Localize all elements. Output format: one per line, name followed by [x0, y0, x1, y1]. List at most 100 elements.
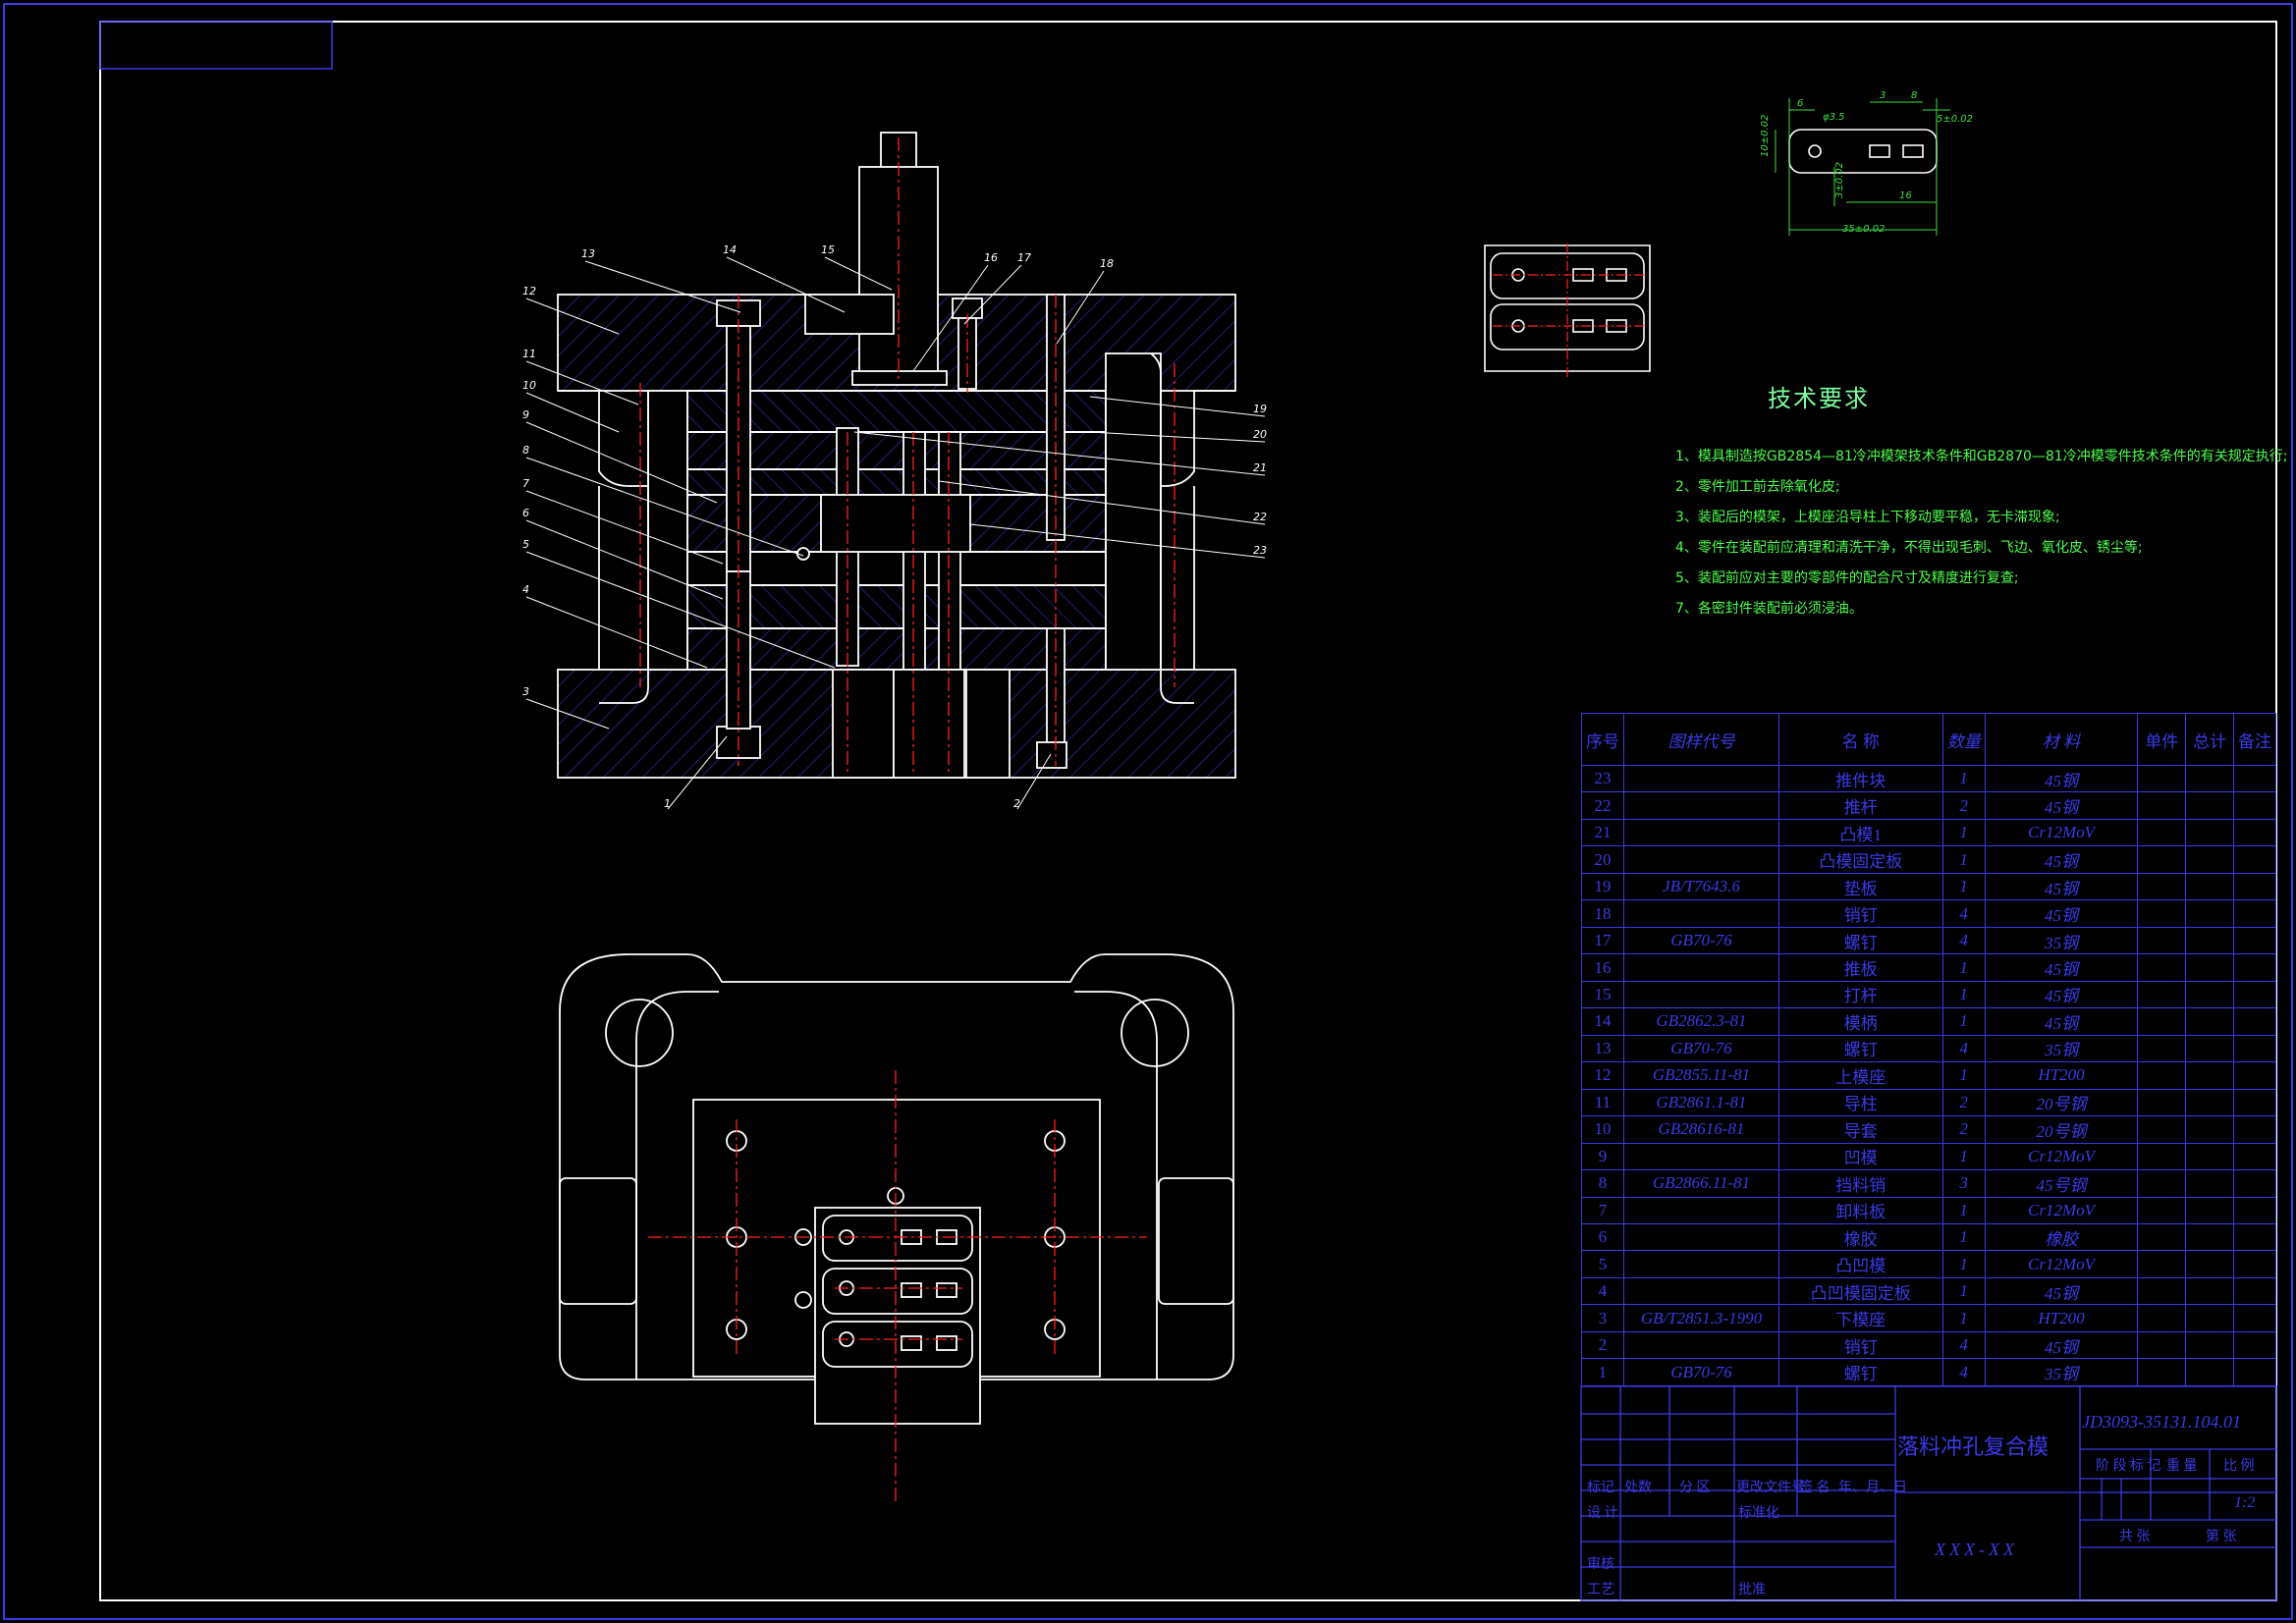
tech-item: 3、装配后的模架，上模座沿导柱上下移动要平稳，无卡滞现象; — [1675, 510, 2060, 525]
cell-no: 14 — [1581, 1007, 1624, 1036]
part-dimensions — [1775, 98, 1950, 236]
drawing-scale: 1:2 — [2234, 1494, 2256, 1511]
cell-no: 1 — [1581, 1358, 1624, 1386]
cell-empty — [2185, 791, 2234, 820]
leader-number: 13 — [581, 247, 595, 260]
cell-material: 45钢 — [1984, 845, 2139, 874]
cell-name: 螺钉 — [1777, 1034, 1943, 1063]
cell-qty: 2 — [1941, 1088, 1986, 1117]
title-block: 落料冲孔复合模 JD3093-35131.104.01 1:2 XXX-XX 标… — [1581, 1386, 2276, 1600]
cell-empty — [2185, 1222, 2234, 1252]
cell-name: 打杆 — [1777, 980, 1943, 1009]
cell-empty — [2137, 1304, 2187, 1332]
cell-qty: 1 — [1941, 1222, 1986, 1252]
label-sheets: 共 张 — [2119, 1530, 2151, 1544]
cell-code — [1623, 791, 1779, 820]
cell-empty — [2233, 1142, 2276, 1171]
cell-name: 导套 — [1777, 1115, 1943, 1144]
cell-empty — [2185, 899, 2234, 928]
cell-code — [1623, 845, 1779, 874]
label-weight: 重 量 — [2166, 1459, 2198, 1474]
leader-number: 17 — [1017, 251, 1031, 264]
label-sheet: 第 张 — [2206, 1530, 2237, 1544]
cell-no: 21 — [1581, 818, 1624, 847]
cell-empty — [2233, 1196, 2276, 1224]
leader-number: 12 — [522, 285, 536, 298]
label-change-doc: 更改文件号 — [1736, 1481, 1805, 1495]
cell-empty — [2185, 818, 2234, 847]
cell-empty — [2137, 953, 2187, 982]
cell-empty — [2185, 872, 2234, 901]
cell-code: GB/T2851.3-1990 — [1623, 1304, 1779, 1332]
cell-material: HT200 — [1984, 1304, 2139, 1332]
cell-empty — [2233, 953, 2276, 982]
cell-code — [1623, 980, 1779, 1009]
header-code: 图样代号 — [1623, 713, 1779, 766]
cell-material: 45号钢 — [1984, 1169, 2139, 1198]
dimension-label: 6 — [1797, 98, 1803, 109]
cell-qty: 4 — [1941, 1358, 1986, 1386]
cell-qty: 1 — [1941, 1007, 1986, 1036]
cell-empty — [2185, 1034, 2234, 1063]
cell-empty — [2233, 1169, 2276, 1198]
cell-empty — [2137, 1142, 2187, 1171]
cell-name: 销钉 — [1777, 1330, 1943, 1360]
cell-empty — [2137, 1358, 2187, 1386]
cell-empty — [2233, 1007, 2276, 1036]
section-view — [557, 132, 1236, 779]
cell-empty — [2233, 845, 2276, 874]
cell-no: 5 — [1581, 1250, 1624, 1278]
cell-empty — [2137, 1169, 2187, 1198]
cell-no: 4 — [1581, 1276, 1624, 1306]
cell-code: GB28616-81 — [1623, 1115, 1779, 1144]
cell-empty — [2185, 1276, 2234, 1306]
cell-no: 22 — [1581, 791, 1624, 820]
tech-item: 7、各密封件装配前必须浸油。 — [1675, 601, 1863, 617]
leader-number: 4 — [522, 583, 529, 596]
cell-no: 19 — [1581, 872, 1624, 901]
leader-number: 23 — [1253, 544, 1267, 557]
section-centerlines — [639, 137, 1175, 776]
cell-empty — [2185, 1169, 2234, 1198]
cell-qty: 1 — [1941, 1196, 1986, 1224]
leader-number: 3 — [522, 685, 529, 698]
cell-empty — [2233, 791, 2276, 820]
cell-name: 凸模固定板 — [1777, 845, 1943, 874]
dimension-label: 10±0.02 — [1760, 115, 1771, 157]
leader-number: 22 — [1253, 511, 1267, 523]
cell-material: 45钢 — [1984, 764, 2139, 793]
cell-name: 凸凹模固定板 — [1777, 1276, 1943, 1306]
label-count: 处数 — [1624, 1481, 1652, 1495]
leader-number: 2 — [1013, 797, 1020, 810]
cell-empty — [2233, 1222, 2276, 1252]
label-standard: 标准化 — [1738, 1506, 1779, 1521]
cell-material: 45钢 — [1984, 1007, 2139, 1036]
cell-code: GB2866.11-81 — [1623, 1169, 1779, 1198]
header-remark: 备注 — [2233, 713, 2276, 766]
drawing-frame — [99, 21, 2277, 1601]
cell-qty: 1 — [1941, 1276, 1986, 1306]
plan-view — [559, 953, 1234, 1425]
header-weight-total: 总计 — [2185, 713, 2234, 766]
leader-number: 7 — [522, 477, 529, 490]
cell-code: GB70-76 — [1623, 1358, 1779, 1386]
cell-qty: 3 — [1941, 1169, 1986, 1198]
cell-empty — [2233, 926, 2276, 955]
dimension-label: φ3.5 — [1823, 112, 1845, 123]
cell-code — [1623, 953, 1779, 982]
cell-material: 35钢 — [1984, 1034, 2139, 1063]
header-material: 材 料 — [1984, 713, 2139, 766]
cell-qty: 4 — [1941, 899, 1986, 928]
cell-material: 橡胶 — [1984, 1222, 2139, 1252]
cell-name: 凸凹模 — [1777, 1250, 1943, 1278]
cell-qty: 4 — [1941, 1330, 1986, 1360]
leader-number: 18 — [1100, 257, 1114, 270]
leader-number: 21 — [1253, 461, 1267, 474]
